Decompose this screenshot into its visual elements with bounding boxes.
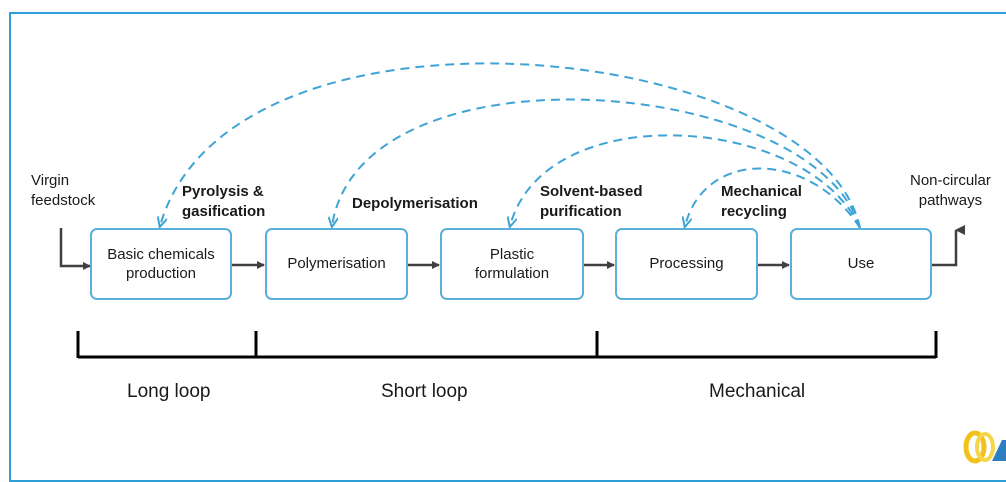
arc-solvent-purification [510, 134, 861, 228]
stage-processing: Processing [615, 228, 758, 300]
input-arrow [59, 228, 91, 270]
solvent-based-purification-label: Solvent-based purification [540, 183, 643, 221]
brand-logo-icon [962, 426, 1006, 466]
stage-polymerisation: Polymerisation [265, 228, 408, 300]
arc-mechanical-recycling [685, 167, 861, 228]
mechanical-recycling-label: Mechanical recycling [721, 183, 802, 221]
depolymerisation-label: Depolymerisation [352, 195, 478, 212]
short-loop-label: Short loop [381, 381, 468, 402]
arc-depolymerisation [332, 98, 861, 228]
stage-use: Use [790, 228, 932, 300]
pyrolysis-gasification-label: Pyrolysis & gasification [182, 183, 266, 221]
virgin-feedstock-label: Virgin feedstock [31, 172, 96, 210]
long-loop-label: Long loop [127, 381, 211, 402]
mechanical-loop-label: Mechanical [709, 381, 806, 402]
arc-pyrolysis-gasification [160, 62, 861, 228]
non-circular-pathways-label: Non-circular pathways [910, 172, 991, 210]
output-arrow [932, 225, 965, 267]
stage-basic-chemicals-production: Basic chemicals production [90, 228, 232, 300]
stage-plastic-formulation: Plastic formulation [440, 228, 584, 300]
flow-diagram [59, 62, 965, 359]
